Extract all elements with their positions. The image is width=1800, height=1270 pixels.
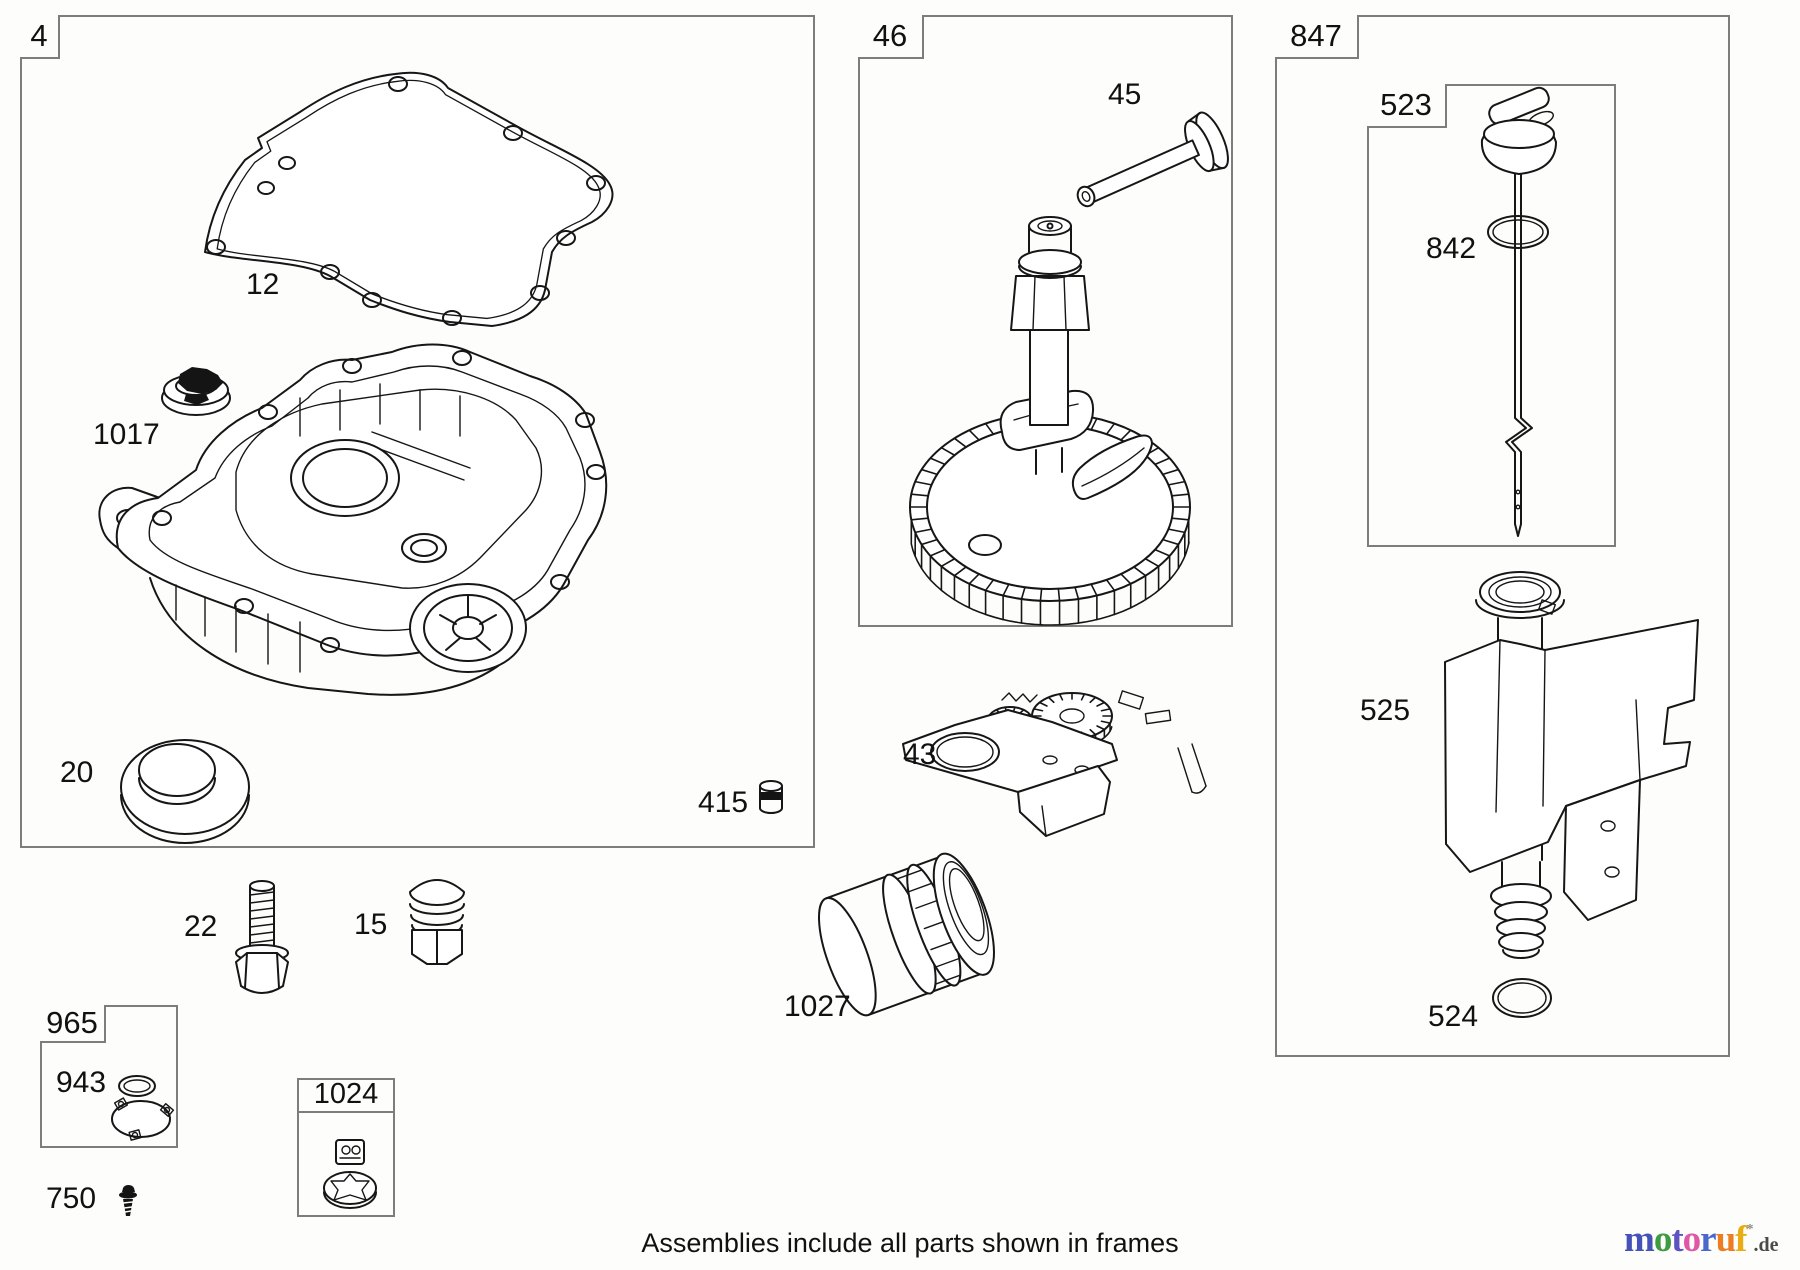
oil-pump-1024-drawing <box>323 1139 377 1209</box>
part-label-20: 20 <box>60 756 94 789</box>
crankcase-sump-drawing <box>98 343 608 696</box>
logo-letter: f <box>1735 1219 1747 1260</box>
frame-label-847-text: 847 <box>1290 18 1342 53</box>
logo-letter: m <box>1624 1219 1655 1260</box>
assembly-frame-1024 <box>297 1078 395 1217</box>
part-label-943: 943 <box>56 1066 107 1099</box>
camshaft-46-drawing <box>909 216 1191 626</box>
logo-letter: o <box>1682 1219 1701 1260</box>
frame-label-46: 46 <box>858 15 924 59</box>
part-label-415: 415 <box>698 786 749 819</box>
seal-kit-965-drawing <box>111 1075 175 1141</box>
part-label-45: 45 <box>1108 78 1142 111</box>
governor-assembly-43-drawing <box>902 690 1207 837</box>
motoruf-logo: motoruf*.de <box>1624 1218 1779 1261</box>
part-label-12: 12 <box>246 268 280 301</box>
screw-750-drawing <box>119 1184 137 1216</box>
part-label-750: 750 <box>46 1182 97 1215</box>
part-label-43: 43 <box>903 738 937 771</box>
frame-label-523-text: 523 <box>1380 87 1432 122</box>
assembly-frame-847 <box>1275 15 1730 1057</box>
logo-letter: u <box>1715 1219 1737 1260</box>
part-label-842: 842 <box>1426 232 1477 265</box>
breather-cap-1017-drawing <box>161 367 231 416</box>
footer-caption: Assemblies include all parts shown in fr… <box>641 1228 1179 1258</box>
frame-label-1024-text: 1024 <box>313 1078 379 1110</box>
frame-label-46-text: 46 <box>872 18 908 53</box>
plug-415-drawing <box>759 780 783 814</box>
fill-tube-525-drawing <box>1444 571 1699 1018</box>
frame-label-4-text: 4 <box>30 18 48 53</box>
part-label-22: 22 <box>184 910 218 943</box>
oil-seal-20-drawing <box>120 739 250 844</box>
part-label-15: 15 <box>354 908 388 941</box>
logo-suffix: .de <box>1753 1234 1779 1256</box>
drain-plug-15-drawing <box>409 879 465 965</box>
assembly-frame-965 <box>40 1005 178 1148</box>
logo-letter: o <box>1653 1219 1672 1260</box>
logo-letter: t <box>1671 1219 1683 1260</box>
crankcase-gasket-drawing <box>204 71 614 327</box>
camshaft-pin-45-drawing <box>1076 111 1229 208</box>
assembly-frame-4 <box>20 15 815 848</box>
frame-label-847: 847 <box>1275 15 1359 59</box>
assembly-frame-523 <box>1367 84 1616 547</box>
frame-label-523: 523 <box>1367 84 1447 128</box>
logo-letter: r <box>1700 1219 1716 1260</box>
part-label-524: 524 <box>1428 1000 1479 1033</box>
oil-filter-1027-drawing <box>818 852 995 1017</box>
dipstick-523-drawing <box>1480 86 1557 537</box>
logo-mark: * <box>1746 1222 1754 1237</box>
frame-label-965-text: 965 <box>46 1005 98 1040</box>
frame-label-4: 4 <box>20 15 60 59</box>
bolt-22-drawing <box>235 880 289 994</box>
part-label-1017: 1017 <box>93 418 160 451</box>
frame-label-965: 965 <box>40 1005 106 1043</box>
part-label-525: 525 <box>1360 694 1411 727</box>
frame-label-1024: 1024 <box>297 1078 395 1113</box>
part-label-1027: 1027 <box>784 990 851 1023</box>
assembly-frame-46 <box>858 15 1233 627</box>
